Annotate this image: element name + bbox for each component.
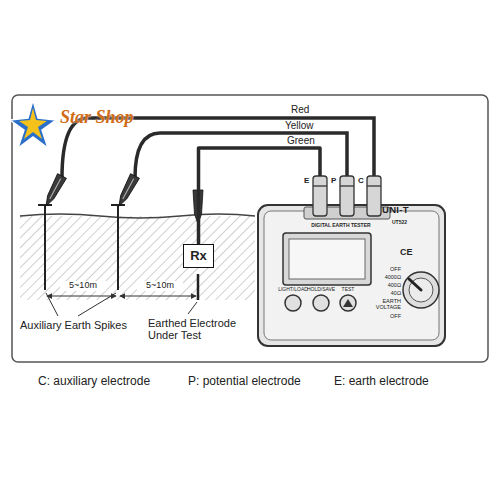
wire-color: Yellow: [284, 120, 315, 131]
terminal-plugs: [313, 176, 327, 216]
leader-lines: [46, 293, 58, 316]
alligator-clips: [42, 174, 67, 209]
terminal-name: P: [331, 177, 336, 186]
terminal-plugs: [367, 176, 381, 216]
key-text: E: earth electrode: [334, 375, 429, 388]
wire-color: Green: [286, 135, 316, 146]
dimension-lines: [120, 296, 196, 297]
dial-label: 400Ω: [371, 282, 401, 288]
button-label: TEST: [338, 287, 358, 293]
tester-housing: [258, 205, 445, 346]
key-text: P: potential electrode: [188, 375, 301, 388]
dial-label: 4000Ω: [371, 274, 401, 280]
wires: [135, 133, 347, 178]
star-logo: [19, 108, 47, 139]
callout-text: Auxiliary Earth Spikes: [20, 319, 130, 331]
dial-label: EARTH VOLTAGE: [371, 298, 401, 310]
ground: [20, 214, 255, 218]
tester-housing: [258, 205, 445, 346]
tester-housing: [264, 211, 439, 340]
dimension: 5~10m: [60, 281, 106, 291]
tester-housing: [285, 295, 301, 311]
terminal-plugs: [340, 176, 354, 216]
terminal-plugs: [313, 185, 327, 186]
device-text: UT522: [392, 220, 407, 226]
tester-housing: [313, 295, 329, 311]
terminal-name: E: [304, 177, 309, 186]
frame: [12, 95, 488, 362]
resistance-box: Rx: [183, 244, 214, 268]
dimension-lines: [47, 296, 196, 297]
node-text: Rx: [190, 249, 207, 263]
terminal-plugs: [340, 185, 354, 186]
tester-housing: [409, 278, 433, 302]
leader-lines: [46, 293, 197, 316]
dial-label: OFF: [371, 266, 401, 272]
tester-body: UNI-TDIGITAL EARTH TESTERUT522CE: [258, 176, 445, 346]
terminal-name: C: [358, 177, 364, 186]
callout-text: Earthed Electrode Under Test: [148, 317, 268, 341]
tester-housing: [409, 279, 421, 290]
device-text: UNI-T: [382, 205, 409, 215]
dial-label: OFF: [371, 313, 401, 319]
terminal-plugs: [313, 176, 381, 216]
alligator-clips: [115, 174, 140, 209]
tester-housing: [340, 295, 356, 311]
wire-color: Red: [290, 104, 310, 115]
star-logo: [10, 100, 56, 148]
key-text: C: auxiliary electrode: [38, 375, 150, 388]
tester-housing: [343, 299, 353, 307]
ground: [20, 214, 255, 300]
earth-spikes: [38, 205, 52, 290]
leader-lines: [78, 293, 116, 316]
button-label: LIGHT/LOAD: [277, 287, 309, 293]
watermark: Star Shop: [60, 108, 134, 128]
button-label: HOLD/SAVE: [306, 287, 336, 293]
dimension-lines: [47, 296, 116, 297]
alligator-clips: [42, 174, 203, 224]
tester-housing: [283, 233, 371, 285]
tester-housing: [289, 239, 365, 279]
earth-spikes: [197, 274, 200, 300]
earth-spikes: [111, 205, 125, 290]
dimension: 5~10m: [137, 281, 183, 291]
terminal-plugs: [367, 185, 381, 186]
test-lead: [199, 148, 321, 244]
device-text: DIGITAL EARTH TESTER: [286, 223, 396, 229]
earth-spikes: [38, 205, 198, 300]
ground: [20, 216, 255, 300]
device-text: CE: [400, 248, 413, 258]
dial-label: 40Ω: [371, 290, 401, 296]
tester-housing: [403, 272, 439, 308]
star-logo: [10, 100, 56, 148]
leader-lines: [188, 302, 197, 314]
